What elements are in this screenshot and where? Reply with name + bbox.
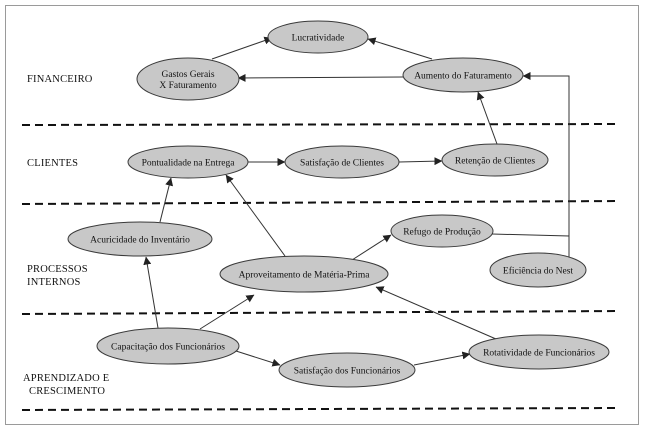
edge-rotatividade-to-aproveitamento [375,286,497,340]
node-label: Gastos Gerais [161,70,214,80]
edge-refugo-to-eficiencia [491,233,570,257]
node-retencao: Retenção de Clientes [441,143,549,177]
node-label: Pontualidade na Entrega [142,159,236,169]
node-label: Acuricidade do Inventário [90,236,190,246]
node-aumento: Aumento do Faturamento [402,57,524,93]
perspective-label-aprendizado: CRESCIMENTO [29,386,105,397]
node-label: Aumento do Faturamento [414,72,512,82]
node-label: X Faturamento [159,81,217,91]
node-shape [489,252,587,288]
node-label: Lucratividade [292,34,345,44]
node-label: Eficiência do Nest [503,266,574,277]
node-shape [96,327,240,365]
edge-satisfacao-func-to-rotatividade [413,351,471,366]
node-shape [390,214,494,248]
node-label: Aproveitamento de Matéria-Prima [239,271,371,281]
node-shape [278,352,416,388]
node-label: Satisfação de Clientes [300,158,384,169]
node-acuricidade: Acuricidade do Inventário [67,221,213,257]
node-eficiencia: Eficiência do Nest [489,252,587,288]
perspective-label-financeiro: FINANCEIRO [27,74,93,85]
perspective-label-aprendizado: APRENDIZADO E [23,373,109,384]
edge-capacitacao-to-acuricidade [143,256,159,329]
edge-capacitacao-to-satisfacao-func [235,350,281,367]
edges [143,36,570,367]
edge-aumento-to-lucratividade [367,37,433,60]
divider-processos-aprendizado [21,310,621,315]
edge-capacitacao-to-aproveitamento [199,294,255,330]
perspective-label-processos: PROCESSOS [27,264,88,275]
node-satisfacao-clientes: Satisfação de Clientes [284,145,400,179]
node-refugo: Refugo de Produção [390,214,494,248]
node-satisfacao-func: Satisfação dos Funcionários [278,352,416,388]
edge-aproveitamento-to-pontualidade [225,174,286,257]
edge-gastos-to-lucratividade [211,36,273,60]
node-label: Rotatividade de Funcionários [483,349,595,359]
edge-retencao-to-aumento [476,91,498,145]
node-shape [267,20,369,54]
node-pontualidade: Pontualidade na Entrega [127,145,249,179]
node-shape [127,145,249,179]
node-aproveitamento: Aproveitamento de Matéria-Prima [219,255,389,293]
node-rotatividade: Rotatividade de Funcionários [468,334,610,370]
divider-financeiro-clientes [21,123,621,126]
divider-bottom [21,407,621,411]
edge-aumento-to-gastos [237,73,404,82]
node-shape [284,145,400,179]
node-shape [219,255,389,293]
node-shape [468,334,610,370]
node-label: Refugo de Produção [403,227,481,238]
edge-satisfacao-clientes-to-retencao [398,157,443,166]
perspective-label-processos: INTERNOS [27,277,81,288]
node-label: Satisfação dos Funcionários [294,366,401,377]
node-label: Retenção de Clientes [455,157,535,167]
node-shape [136,57,240,101]
edge-acuricidade-to-pontualidade [159,177,174,223]
perspective-labels: FINANCEIRO CLIENTES PROCESSOS INTERNOS APREN… [23,74,109,397]
node-shape [441,143,549,177]
divider-clientes-processos [21,200,621,205]
perspective-label-clientes: CLIENTES [27,158,78,169]
node-shape [402,57,524,93]
edge-eficiencia-to-aumento [522,72,570,257]
perspective-dividers [21,123,621,411]
node-shape [67,221,213,257]
node-lucratividade: Lucratividade [267,20,369,54]
node-label: Capacitação dos Funcionários [111,343,225,353]
node-capacitacao: Capacitação dos Funcionários [96,327,240,365]
edge-aproveitamento-to-refugo [351,234,392,261]
